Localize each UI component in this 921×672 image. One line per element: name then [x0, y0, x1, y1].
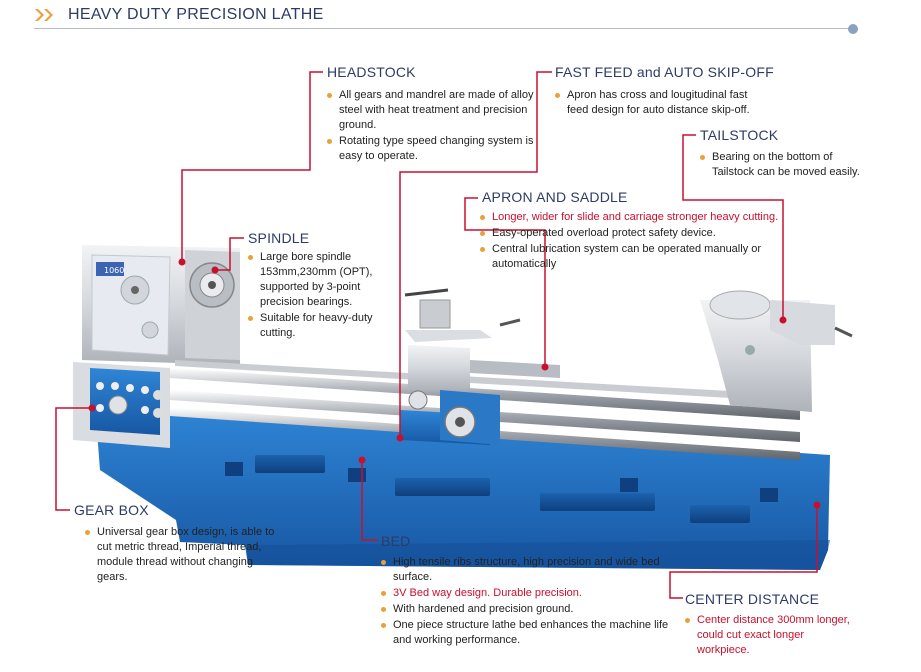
title-row: HEAVY DUTY PRECISION LATHE	[34, 2, 324, 28]
spindle-bullets: Large bore spindle 153mm,230mm (OPT), su…	[248, 250, 403, 342]
model-plate: 1060	[104, 266, 124, 275]
apron-saddle-bullets: Longer, wider for slide and carriage str…	[480, 210, 780, 273]
leader-dots	[88, 258, 821, 509]
tailstock-bullets: Bearing on the bottom of Tailstock can b…	[700, 150, 860, 181]
list-item: Central lubrication system can be operat…	[480, 242, 780, 272]
headstock-title: HEADSTOCK	[327, 64, 416, 80]
list-item: With hardened and precision ground.	[381, 602, 681, 617]
center-distance-title: CENTER DISTANCE	[685, 591, 820, 607]
list-item: 3V Bed way design. Durable precision.	[381, 586, 681, 601]
list-item: Universal gear box design, is able to cu…	[85, 525, 285, 585]
list-item: Longer, wider for slide and carriage str…	[480, 210, 780, 225]
list-item: Large bore spindle 153mm,230mm (OPT), su…	[248, 250, 403, 310]
gearbox-block	[73, 362, 170, 448]
center-distance-bullets: Center distance 300mm longer, could cut …	[685, 613, 855, 659]
apron-saddle-title: APRON AND SADDLE	[482, 189, 628, 205]
list-item: Center distance 300mm longer, could cut …	[685, 613, 855, 658]
gearbox-title: GEAR BOX	[74, 502, 149, 518]
spindle-title: SPINDLE	[248, 230, 310, 246]
tailstock-title: TAILSTOCK	[700, 127, 779, 143]
fast-feed-title: FAST FEED and AUTO SKIP-OFF	[555, 64, 774, 80]
list-item: Easy-operated overload protect safety de…	[480, 226, 780, 241]
list-item: Suitable for heavy-duty cutting.	[248, 311, 403, 341]
list-item: Bearing on the bottom of Tailstock can b…	[700, 150, 860, 180]
apron-saddle-block	[400, 288, 560, 445]
leader-lines	[55, 71, 818, 599]
list-item: High tensile ribs structure, high precis…	[381, 555, 681, 585]
list-item: All gears and mandrel are made of alloy …	[327, 88, 539, 133]
list-item: Apron has cross and lougitudinal fast fe…	[555, 88, 765, 118]
list-item: Rotating type speed changing system is e…	[327, 134, 539, 164]
bed-title: BED	[381, 533, 411, 549]
fast-feed-bullets: Apron has cross and lougitudinal fast fe…	[555, 88, 765, 119]
list-item: One piece structure lathe bed enhances t…	[381, 618, 681, 648]
headstock-block: 1060	[82, 245, 240, 365]
page-title: HEAVY DUTY PRECISION LATHE	[68, 6, 324, 23]
bed-bullets: High tensile ribs structure, high precis…	[381, 555, 681, 649]
title-divider-dot	[848, 24, 858, 34]
tailstock-block	[700, 290, 853, 412]
headstock-bullets: All gears and mandrel are made of alloy …	[327, 88, 539, 165]
double-chevron-icon	[35, 9, 53, 21]
title-divider	[34, 28, 852, 29]
gearbox-bullets: Universal gear box design, is able to cu…	[85, 525, 285, 586]
